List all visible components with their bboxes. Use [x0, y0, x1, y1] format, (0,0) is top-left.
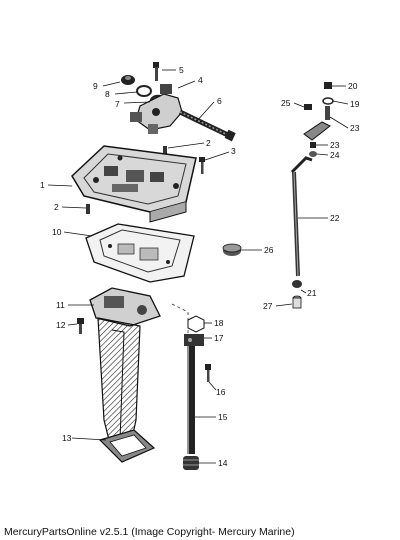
part-25-nut [304, 104, 312, 110]
part-11-adaptor-plate [89, 287, 161, 327]
callout-9: 9 [93, 81, 98, 91]
copyright-footer: MercuryPartsOnline v2.5.1 (Image Copyrig… [4, 526, 295, 538]
part-2-pin-upper [163, 146, 167, 156]
part-17-fitting [184, 334, 204, 346]
callout-15: 15 [218, 412, 228, 422]
callout-1: 1 [40, 180, 45, 190]
callout-22: 22 [330, 213, 340, 223]
part-23-stud-upper [325, 106, 330, 120]
callout-6: 6 [217, 96, 222, 106]
callout-2-lower: 2 [54, 202, 59, 212]
callout-25: 25 [281, 98, 291, 108]
part-4-valve-housing [130, 84, 183, 134]
part-1-cover-plate [71, 145, 197, 223]
callout-12: 12 [56, 320, 66, 330]
callout-20: 20 [348, 81, 358, 91]
leader-guide-dashed [171, 303, 189, 336]
part-26-grommet [222, 243, 242, 256]
part-14-grommet [183, 456, 199, 470]
callout-16: 16 [216, 387, 226, 397]
part-2-pin-lower [86, 204, 90, 214]
callout-17: 17 [214, 333, 224, 343]
part-20-nut [324, 82, 332, 89]
callouts: 5 9 8 7 4 6 2 3 1 2 10 26 11 12 13 14 15… [40, 65, 360, 468]
callout-18: 18 [214, 318, 224, 328]
callout-27: 27 [263, 301, 273, 311]
part-6-long-bolt [178, 109, 236, 142]
part-22-link-rod [290, 156, 313, 277]
callout-19: 19 [350, 99, 360, 109]
callout-23-upper: 23 [350, 123, 360, 133]
callout-24: 24 [330, 150, 340, 160]
callout-7: 7 [115, 99, 120, 109]
callout-8: 8 [105, 89, 110, 99]
part-27-bushing [292, 295, 302, 309]
part-linkage-arm [303, 121, 331, 141]
exploded-parts-diagram: 5 9 8 7 4 6 2 3 1 2 10 26 11 12 13 14 15… [40, 62, 360, 470]
part-15-water-tube [187, 346, 195, 454]
part-19-washer [322, 97, 334, 105]
callout-11: 11 [56, 300, 65, 310]
part-13-seal [98, 429, 156, 463]
part-8-washer [136, 85, 152, 97]
part-18-nut [187, 315, 205, 333]
part-9-nut [121, 75, 135, 85]
callout-2-upper: 2 [206, 138, 211, 148]
part-21-clip [292, 280, 302, 288]
part-16-screw [205, 364, 211, 382]
part-24-bushing [309, 151, 317, 157]
callout-10: 10 [52, 227, 62, 237]
callout-14: 14 [218, 458, 228, 468]
callout-21: 21 [307, 288, 317, 298]
callout-3: 3 [231, 146, 236, 156]
part-23-stud-lower [310, 142, 316, 148]
part-5-screw [153, 62, 159, 81]
callout-5: 5 [179, 65, 184, 75]
part-12-screw [77, 318, 84, 334]
callout-4: 4 [198, 75, 203, 85]
callout-13: 13 [62, 433, 72, 443]
part-3-bolt [199, 157, 205, 174]
part-10-gasket [85, 223, 195, 283]
leader-lines [47, 69, 349, 464]
callout-23-lower: 23 [330, 140, 340, 150]
callout-26: 26 [264, 245, 274, 255]
